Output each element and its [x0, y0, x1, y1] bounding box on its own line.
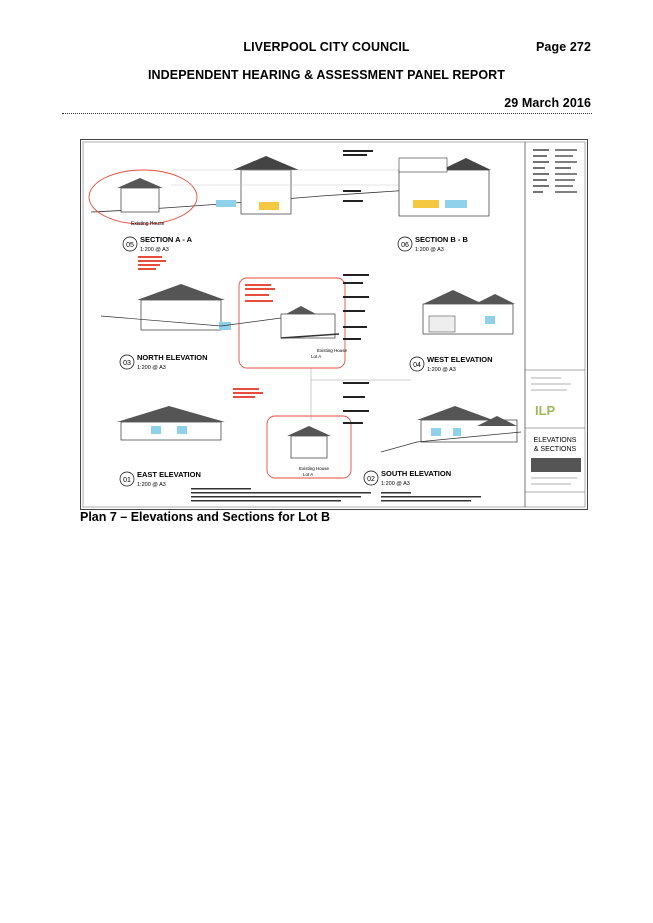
- svg-text:SOUTH ELEVATION: SOUTH ELEVATION: [381, 469, 451, 478]
- svg-text:Existing House: Existing House: [299, 466, 330, 471]
- svg-text:ILP: ILP: [535, 403, 556, 418]
- council-name: LIVERPOOL CITY COUNCIL: [243, 40, 410, 54]
- report-date: 29 March 2016: [504, 96, 591, 110]
- svg-text:04: 04: [413, 362, 421, 369]
- sheet-title-line-1: ELEVATIONS: [534, 437, 577, 444]
- bottom-existing-house: Existing House Lot A: [266, 415, 352, 479]
- view-label-01: 01 EAST ELEVATION 1:200 @ A3: [119, 470, 201, 488]
- east-elevation: [117, 388, 263, 441]
- svg-text:SECTION B - B: SECTION B - B: [415, 235, 469, 244]
- page-number: Page 272: [535, 40, 591, 54]
- drawing-sheet: ILP ELEVATIONS & SECTIONS Existing House…: [82, 141, 586, 508]
- report-title: INDEPENDENT HEARING & ASSESSMENT PANEL R…: [147, 68, 506, 82]
- west-elevation: [343, 274, 515, 340]
- svg-text:Lot A: Lot A: [303, 472, 313, 477]
- view-label-04: 04 WEST ELEVATION 1:200 @ A3: [409, 355, 493, 373]
- view-label-02: 02 SOUTH ELEVATION 1:200 @ A3: [363, 469, 451, 487]
- svg-text:Lot A: Lot A: [311, 354, 321, 359]
- svg-text:EAST ELEVATION: EAST ELEVATION: [137, 470, 201, 479]
- figure-caption: Plan 7 – Elevations and Sections for Lot…: [80, 510, 331, 524]
- center-existing-house: Existing House Lot A: [238, 277, 348, 369]
- sheet-title-line-2: & SECTIONS: [534, 446, 577, 453]
- svg-text:NORTH ELEVATION: NORTH ELEVATION: [137, 353, 208, 362]
- svg-text:Existing House: Existing House: [317, 348, 348, 353]
- title-block: ILP ELEVATIONS & SECTIONS: [525, 149, 585, 493]
- svg-text:05: 05: [126, 242, 134, 249]
- view-label-03: 03 NORTH ELEVATION 1:200 @ A3: [119, 353, 208, 371]
- svg-text:1:200 @ A3: 1:200 @ A3: [137, 482, 166, 488]
- svg-text:1:200 @ A3: 1:200 @ A3: [137, 365, 166, 371]
- svg-text:01: 01: [123, 477, 131, 484]
- svg-text:03: 03: [123, 360, 131, 367]
- svg-text:1:200 @ A3: 1:200 @ A3: [427, 367, 456, 373]
- svg-text:1:200 @ A3: 1:200 @ A3: [415, 247, 444, 253]
- svg-text:SECTION A - A: SECTION A - A: [140, 235, 193, 244]
- view-label-05: 05 SECTION A - A 1:200 @ A3: [122, 235, 193, 253]
- header-divider: [62, 113, 592, 114]
- section-a-a: Existing House: [88, 156, 412, 227]
- svg-text:06: 06: [401, 242, 409, 249]
- svg-text:1:200 @ A3: 1:200 @ A3: [381, 481, 410, 487]
- south-elevation: [343, 382, 522, 453]
- svg-text:02: 02: [367, 476, 375, 483]
- north-elevation: [100, 284, 282, 331]
- architectural-drawing: ILP ELEVATIONS & SECTIONS Existing House…: [80, 139, 588, 510]
- section-b-b: [343, 150, 491, 217]
- svg-text:WEST ELEVATION: WEST ELEVATION: [427, 355, 493, 364]
- view-label-06: 06 SECTION B - B 1:200 @ A3: [397, 235, 469, 253]
- svg-text:1:200 @ A3: 1:200 @ A3: [140, 247, 169, 253]
- existing-house-label: Existing House: [131, 221, 165, 227]
- drawing-notes: [191, 488, 481, 502]
